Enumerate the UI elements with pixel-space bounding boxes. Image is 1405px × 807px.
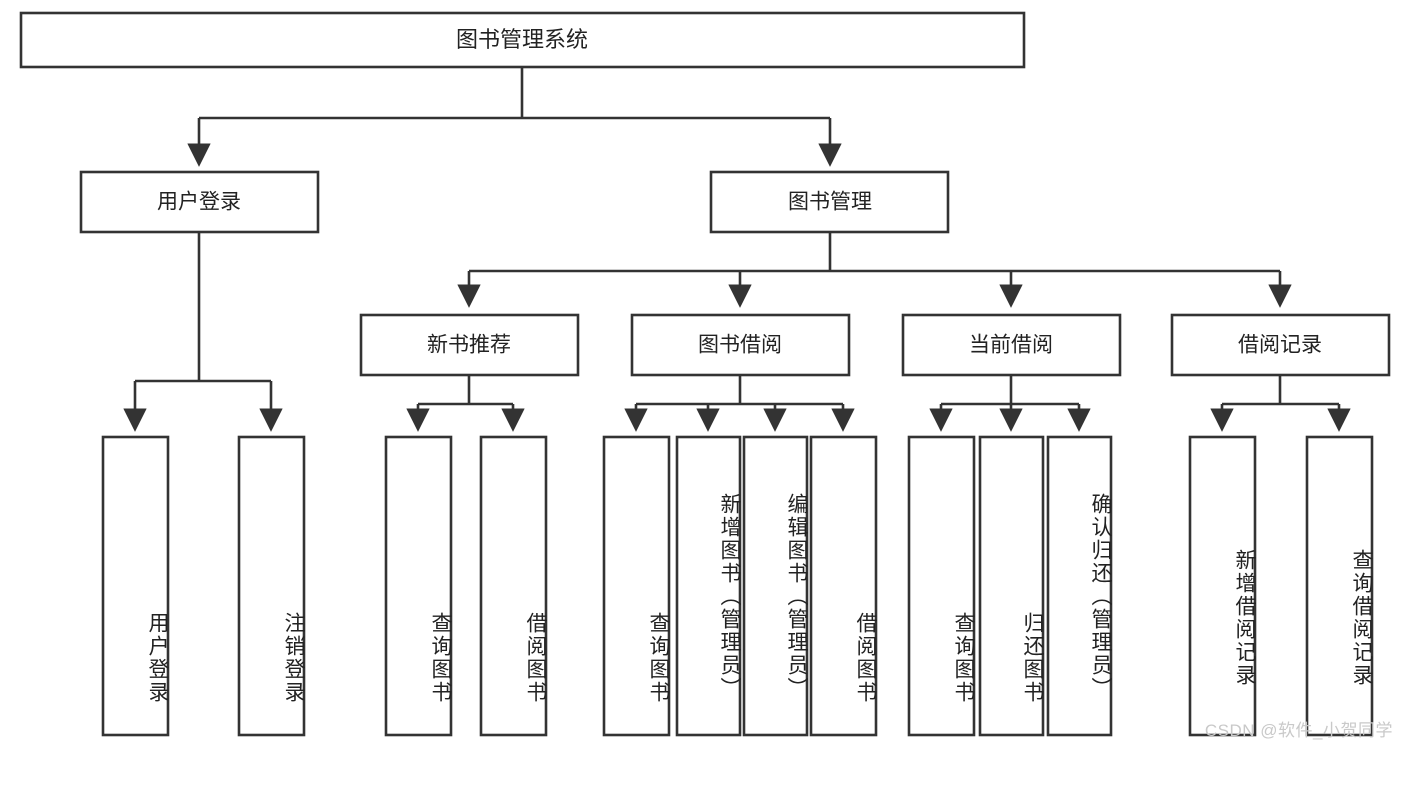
node-book-management-label: 图书管理 <box>788 191 872 214</box>
node-borrow-record-label: 借阅记录 <box>1238 334 1322 357</box>
leaf-box-confirm-return[interactable] <box>1046 435 1113 737</box>
node-current-borrow-label: 当前借阅 <box>969 334 1053 357</box>
connector-bookborrow-to-leaves <box>624 375 855 432</box>
connector-currentborrow-to-leaves <box>929 375 1091 432</box>
node-new-book-recommend-label: 新书推荐 <box>427 334 511 357</box>
node-current-borrow[interactable]: 当前借阅 <box>901 313 1122 377</box>
leaf-box-borrow-book-1[interactable] <box>479 435 548 737</box>
connector-bookmgmt-to-level3 <box>457 232 1292 308</box>
leaf-box-add-book[interactable] <box>675 435 742 737</box>
node-book-management[interactable]: 图书管理 <box>709 170 950 234</box>
node-book-borrow[interactable]: 图书借阅 <box>630 313 851 377</box>
leaf-box-query-book-2[interactable] <box>602 435 671 737</box>
connector-userlogin-to-leaves <box>123 232 283 432</box>
leaf-box-borrow-book-2[interactable] <box>809 435 878 737</box>
node-user-login-label: 用户登录 <box>157 191 241 214</box>
leaf-box-edit-book[interactable] <box>742 435 809 737</box>
node-user-login[interactable]: 用户登录 <box>79 170 320 234</box>
node-borrow-record[interactable]: 借阅记录 <box>1170 313 1391 377</box>
leaf-box-query-book-1[interactable] <box>384 435 453 737</box>
leaf-box-return-book[interactable] <box>978 435 1045 737</box>
leaf-box-logout[interactable] <box>237 435 306 737</box>
node-book-borrow-label: 图书借阅 <box>698 334 782 357</box>
leaf-box-query-borrow-record[interactable] <box>1305 435 1374 737</box>
csdn-watermark: CSDN @软件_小贺同学 <box>1204 721 1393 740</box>
leaf-box-user-login[interactable] <box>101 435 170 737</box>
connector-newbook-to-leaves <box>406 375 525 432</box>
connector-root-to-level2 <box>187 67 842 167</box>
hierarchy-diagram-svg: 图书管理系统 用户登录 图书管理 新书推荐 图书借阅 当前借阅 借阅记录 <box>19 11 1391 737</box>
node-new-book-recommend[interactable]: 新书推荐 <box>359 313 580 377</box>
diagram-canvas: 图书管理系统 用户登录 图书管理 新书推荐 图书借阅 当前借阅 借阅记录 <box>19 11 1393 740</box>
leaf-boxes <box>101 435 1374 737</box>
leaf-box-add-borrow-record[interactable] <box>1188 435 1257 737</box>
leaf-box-query-book-3[interactable] <box>907 435 976 737</box>
node-root-label: 图书管理系统 <box>456 27 588 52</box>
node-root[interactable]: 图书管理系统 <box>19 11 1026 69</box>
connector-borrowrecord-to-leaves <box>1210 375 1351 432</box>
